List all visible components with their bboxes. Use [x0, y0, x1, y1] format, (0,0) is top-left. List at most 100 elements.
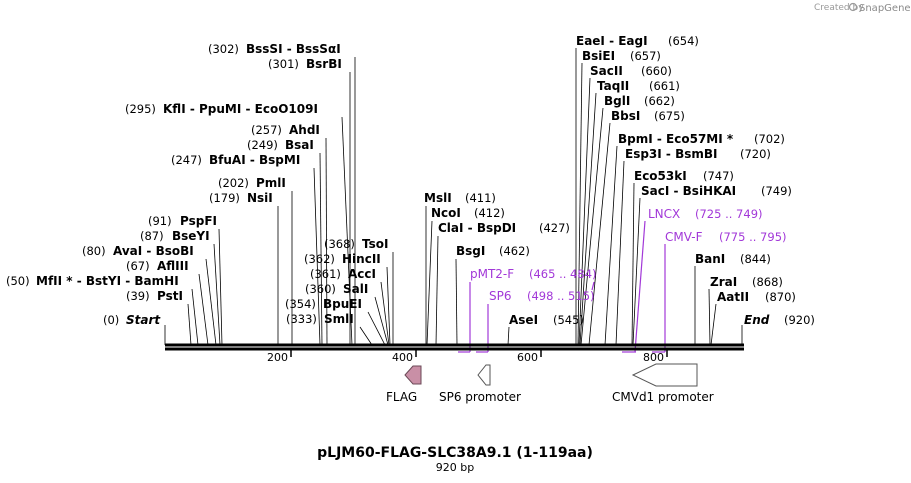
site-name-saci[interactable]: SacI - BsiHKAI [641, 184, 736, 198]
map-subtitle: 920 bp [436, 461, 474, 474]
credit-brand[interactable]: SnapGene [859, 3, 911, 14]
site-name-bsai[interactable]: BsaI [285, 138, 314, 152]
site-name-acci[interactable]: AccI [348, 267, 376, 281]
site-name-kfli[interactable]: KflI - PpuMI - EcoO109I [163, 102, 318, 116]
site-pos-ahdi: (257) [251, 123, 282, 137]
start-position: (0) [103, 313, 119, 327]
site-name-taqii[interactable]: TaqII [597, 79, 629, 93]
primer-name-lncx[interactable]: LNCX [648, 207, 680, 221]
site-name-sali[interactable]: SalI [343, 282, 368, 296]
site-pos-taqii: (661) [649, 79, 680, 93]
site-name-avai[interactable]: AvaI - BsoBI [113, 244, 194, 258]
site-pos-tsoi: (368) [324, 237, 355, 251]
flag-feature-arrow[interactable] [404, 365, 422, 385]
site-pos-bsiei: (657) [630, 49, 661, 63]
axis-tick-400: 400 [392, 351, 413, 364]
site-pos-clai: (427) [539, 221, 570, 235]
site-pos-eaei: (654) [668, 34, 699, 48]
site-name-mfii[interactable]: MfII * - BstYI - BamHI [36, 274, 179, 288]
site-pos-bsssi: (302) [208, 42, 239, 56]
site-name-ahdi[interactable]: AhdI [289, 123, 320, 137]
site-pos-esp3i: (720) [740, 147, 771, 161]
end-label: End [744, 313, 770, 327]
site-pos-bfuai: (247) [171, 153, 202, 167]
site-pos-bbsi: (675) [654, 109, 685, 123]
site-pos-afliii: (67) [126, 259, 150, 273]
site-pos-bseyi: (87) [140, 229, 164, 243]
site-pos-mfii: (50) [6, 274, 30, 288]
site-name-bsiei[interactable]: BsiEI [582, 49, 615, 63]
site-name-eaei[interactable]: EaeI - EagI [576, 34, 648, 48]
end-position: (920) [784, 313, 815, 327]
site-name-bpuei[interactable]: BpuEI [323, 297, 362, 311]
site-pos-zrai: (868) [752, 275, 783, 289]
site-name-pspfi[interactable]: PspFI [180, 214, 217, 228]
site-leader-lines [164, 48, 743, 346]
site-name-tsoi[interactable]: TsoI [362, 237, 388, 251]
site-pos-acci: (361) [310, 267, 341, 281]
site-name-ncoi[interactable]: NcoI [431, 206, 461, 220]
site-name-smli[interactable]: SmlI [324, 312, 354, 326]
primer-range-pmt2-f: (465 .. 484) [529, 267, 597, 281]
axis-tick-600: 600 [517, 351, 538, 364]
site-name-aatii[interactable]: AatII [717, 290, 749, 304]
snapgene-logo-icon [848, 2, 858, 12]
site-pos-bpuei: (354) [285, 297, 316, 311]
site-name-psti[interactable]: PstI [157, 289, 183, 303]
site-name-bfuai[interactable]: BfuAI - BspMI [209, 153, 300, 167]
site-name-bani[interactable]: BanI [695, 252, 725, 266]
credit-prefix: Created by [814, 3, 864, 13]
primer-range-sp6: (498 .. 515) [527, 289, 595, 303]
site-pos-pmli: (202) [218, 176, 249, 190]
cmvd1-promoter-arrow[interactable] [631, 363, 698, 387]
site-pos-sacii: (660) [641, 64, 672, 78]
site-name-sacii[interactable]: SacII [590, 64, 623, 78]
site-name-zrai[interactable]: ZraI [710, 275, 737, 289]
site-pos-saci: (749) [761, 184, 792, 198]
primer-range-lncx: (725 .. 749) [695, 207, 763, 221]
site-name-asei[interactable]: AseI [509, 313, 538, 327]
feature-label-cmvd1-promoter: CMVd1 promoter [612, 390, 714, 404]
site-pos-kfli: (295) [125, 102, 156, 116]
site-pos-sali: (360) [305, 282, 336, 296]
primer-range-cmv-f: (775 .. 795) [719, 230, 787, 244]
primer-name-cmv-f[interactable]: CMV-F [665, 230, 703, 244]
site-pos-bsgi: (462) [499, 244, 530, 258]
site-pos-nsii: (179) [209, 191, 240, 205]
primer-name-pmt2-f[interactable]: pMT2-F [470, 267, 514, 281]
site-name-eco53ki[interactable]: Eco53kI [634, 169, 687, 183]
site-pos-aatii: (870) [765, 290, 796, 304]
site-name-afliii[interactable]: AflIII [157, 259, 189, 273]
site-pos-bgli: (662) [644, 94, 675, 108]
site-name-clai[interactable]: ClaI - BspDI [438, 221, 516, 235]
site-pos-asei: (545) [553, 313, 584, 327]
site-name-bpmi[interactable]: BpmI - Eco57MI * [618, 132, 734, 146]
site-pos-avai: (80) [82, 244, 106, 258]
site-name-bseyi[interactable]: BseYI [172, 229, 210, 243]
site-name-esp3i[interactable]: Esp3I - BsmBI [625, 147, 717, 161]
axis-tick-800: 800 [643, 351, 664, 364]
site-name-msli[interactable]: MslI [424, 191, 452, 205]
map-title: pLJM60-FLAG-SLC38A9.1 (1-119aa) [317, 445, 593, 461]
axis-tick-200: 200 [267, 351, 288, 364]
feature-label-sp6-promoter: SP6 promoter [439, 390, 521, 404]
site-pos-hincii: (362) [304, 252, 335, 266]
sp6-promoter-arrow[interactable] [477, 364, 491, 386]
site-name-nsii[interactable]: NsiI [247, 191, 273, 205]
site-name-pmli[interactable]: PmlI [256, 176, 286, 190]
site-pos-psti: (39) [126, 289, 150, 303]
axis-tick-marks [290, 349, 668, 357]
primer-name-sp6[interactable]: SP6 [489, 289, 512, 303]
site-name-bsssi[interactable]: BssSI - BssSαI [246, 42, 341, 56]
site-name-bsgi[interactable]: BsgI [456, 244, 485, 258]
site-pos-bani: (844) [740, 252, 771, 266]
site-pos-eco53ki: (747) [703, 169, 734, 183]
site-name-bgli[interactable]: BglI [604, 94, 630, 108]
site-pos-bsai: (249) [247, 138, 278, 152]
site-name-bbsi[interactable]: BbsI [611, 109, 640, 123]
site-name-hincii[interactable]: HincII [342, 252, 381, 266]
site-pos-bpmi: (702) [754, 132, 785, 146]
site-name-bsrbi[interactable]: BsrBI [306, 57, 342, 71]
site-pos-ncoi: (412) [474, 206, 505, 220]
